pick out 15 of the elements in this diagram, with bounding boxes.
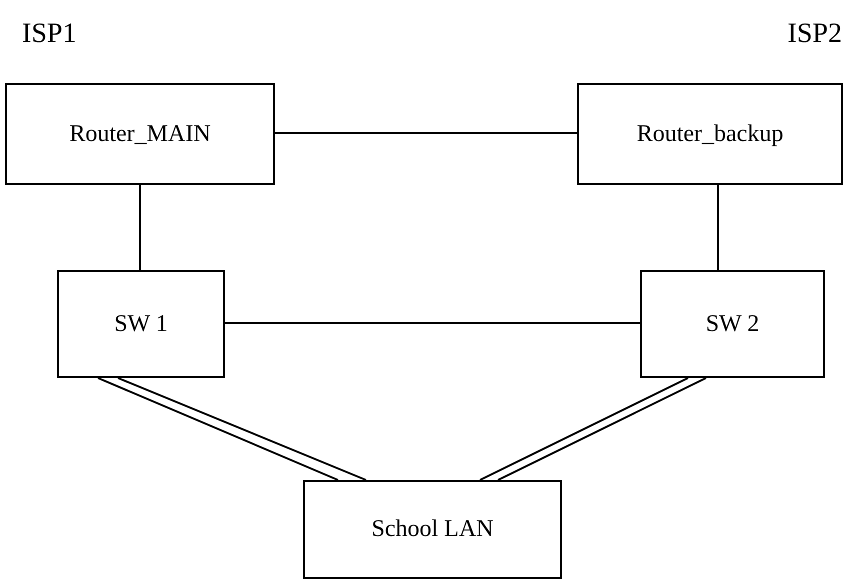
connection-line xyxy=(480,377,688,481)
connection-line xyxy=(225,322,640,324)
connection-line xyxy=(98,377,338,481)
isp-label: ISP2 xyxy=(788,18,842,50)
device-box: School LAN xyxy=(303,480,562,579)
connection-line xyxy=(717,185,719,270)
device-box: SW 2 xyxy=(640,270,825,378)
isp-label: ISP1 xyxy=(22,18,76,50)
connection-line xyxy=(275,132,577,134)
connection-line xyxy=(139,185,141,270)
connection-line xyxy=(118,377,366,481)
device-box: Router_MAIN xyxy=(5,83,275,185)
device-box: Router_backup xyxy=(577,83,843,185)
connection-line xyxy=(498,377,706,481)
device-box: SW 1 xyxy=(57,270,225,378)
